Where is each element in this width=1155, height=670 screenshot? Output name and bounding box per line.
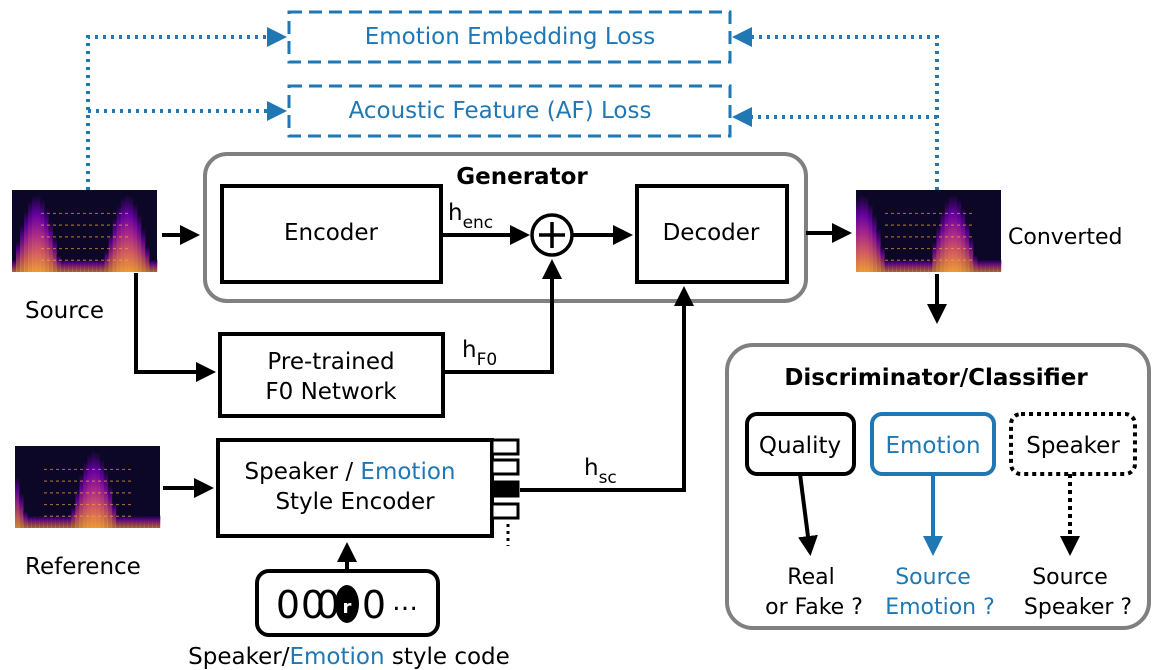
style-to-decoder-arrow [520, 286, 694, 492]
style-encoder-block: Speaker / Emotion Style Encoder [216, 438, 520, 546]
source-label: Source [25, 298, 104, 324]
style-encoder-line2: Style Encoder [275, 489, 435, 515]
emotion-output-line2: Emotion ? [885, 595, 995, 620]
sum-operator [530, 213, 574, 257]
source-spectrogram [12, 190, 158, 272]
quality-output-line2: or Fake ? [765, 595, 863, 620]
reference-label: Reference [25, 554, 141, 580]
style-code-selected-digit [335, 585, 359, 623]
f0-network-block: Pre-trained F0 Network [218, 332, 445, 418]
converted-to-emotion-loss-line [732, 27, 939, 190]
generator-title: Generator [456, 164, 588, 190]
source-to-emotion-loss-line [86, 27, 287, 190]
speaker-output-line2: Speaker ? [1024, 595, 1132, 620]
style-code-digit-5: 0 [362, 583, 386, 627]
style-code-block: 0 0 0 r 0 … [255, 569, 440, 637]
emotion-embedding-loss-label: Emotion Embedding Loss [365, 24, 656, 50]
f0-to-sum-arrow [443, 259, 562, 374]
af-loss-box: Acoustic Feature (AF) Loss [287, 84, 732, 138]
style-code-ellipsis: … [392, 587, 418, 617]
decoder-label: Decoder [663, 220, 760, 246]
h-sc-label: hsc [584, 455, 617, 488]
style-code-label: Speaker/Emotion style code [188, 644, 510, 670]
emotion-embedding-loss-box: Emotion Embedding Loss [287, 10, 732, 64]
reference-spectrogram [15, 446, 161, 528]
style-encoder-line1: Speaker / Emotion [245, 459, 456, 485]
speaker-head-label: Speaker [1026, 433, 1120, 459]
loss-connections [86, 27, 939, 190]
speaker-head-box [1009, 412, 1137, 476]
style-code-r: r [343, 597, 352, 618]
emotion-head-label: Emotion [885, 433, 980, 459]
converted-label: Converted [1008, 225, 1123, 250]
style-code-digit-1: 0 [276, 583, 300, 627]
quality-output-arrow [798, 473, 818, 556]
style-code-digit-2: 0 [301, 583, 325, 627]
style-output-heads [490, 438, 520, 546]
quality-head-label: Quality [759, 433, 841, 459]
quality-output-line1: Real [787, 565, 834, 590]
source-to-f0-arrow [134, 273, 216, 382]
discriminator-title: Discriminator/Classifier [784, 365, 1088, 391]
discriminator-block: Discriminator/Classifier Quality Emotion… [725, 343, 1151, 630]
h-f0-label: hF0 [462, 337, 497, 370]
encoder-label: Encoder [284, 220, 379, 246]
decoder-box [635, 184, 789, 284]
f0-network-line1: Pre-trained [267, 349, 394, 375]
flow-arrows [134, 223, 947, 600]
converted-spectrogram [856, 190, 1002, 272]
emotion-output-line1: Source [895, 565, 971, 590]
generator-block: Generator Encoder Decoder henc [203, 152, 808, 303]
h-enc-label: henc [448, 200, 493, 233]
speaker-output-line1: Source [1032, 565, 1108, 590]
f0-network-line2: F0 Network [265, 379, 397, 405]
af-loss-label: Acoustic Feature (AF) Loss [349, 98, 652, 124]
